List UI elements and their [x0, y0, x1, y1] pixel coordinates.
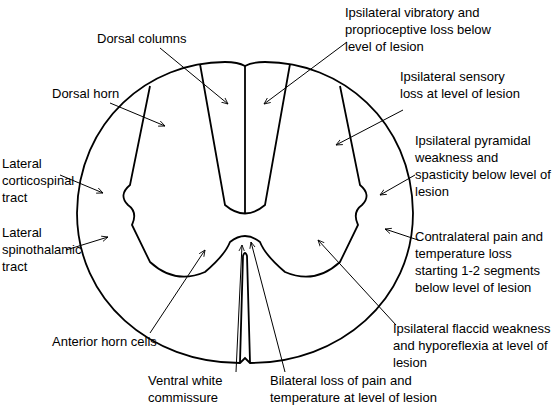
- annotation-label: Ipsilateral pyramidal weakness and spast…: [415, 132, 552, 200]
- ventral-median-fissure: [240, 253, 250, 362]
- annotation-label: Contralateral pain and temperature loss …: [415, 228, 553, 296]
- annotation-label: Ipsilateral flaccid weakness and hyporef…: [393, 320, 552, 371]
- leader-arrow: [110, 103, 165, 126]
- leader-arrow: [380, 175, 415, 195]
- cord-outline: [77, 62, 413, 363]
- annotation-label: Anterior horn cells: [52, 333, 202, 350]
- leader-arrow: [150, 250, 205, 333]
- leader-arrow: [336, 110, 403, 145]
- annotation-label: Ipsilateral vibratory and proprioceptive…: [345, 4, 517, 55]
- annotation-label: Dorsal horn: [52, 85, 152, 102]
- leader-arrow: [264, 42, 347, 104]
- annotation-label: Ventral white commissure: [148, 372, 240, 406]
- gray-matter-outline: [123, 86, 366, 277]
- leader-arrow: [318, 240, 396, 325]
- leader-arrow: [160, 48, 228, 104]
- annotation-label: Bilateral loss of pain and temperature a…: [270, 372, 466, 406]
- annotation-label: Dorsal columns: [97, 30, 227, 47]
- annotation-label: Ipsilateral sensory loss at level of les…: [400, 68, 524, 102]
- dorsal-column-boundary: [200, 64, 290, 214]
- leader-arrow: [251, 242, 285, 372]
- annotation-label: Lateral spinothalamic tract: [2, 224, 90, 275]
- leader-arrow: [236, 245, 242, 372]
- annotation-label: Lateral corticospinal tract: [2, 155, 90, 206]
- leader-arrow: [385, 229, 418, 240]
- dorsal-median-septum: [244, 66, 246, 214]
